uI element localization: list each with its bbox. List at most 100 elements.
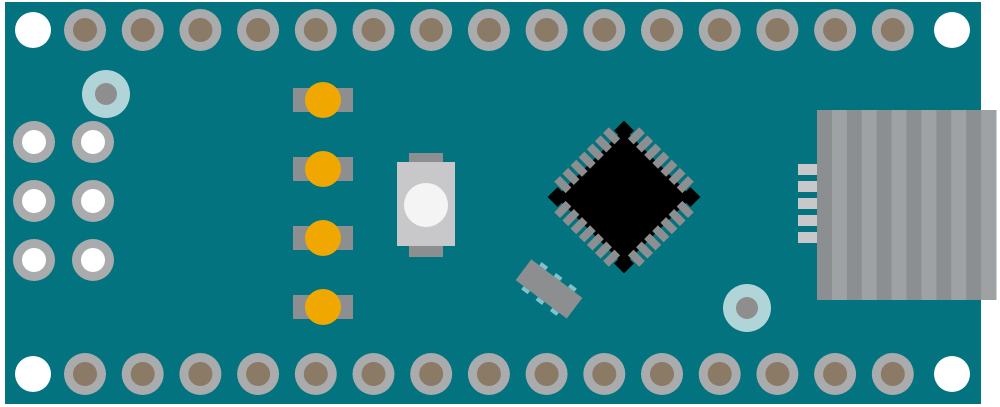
header-pin-pad [534,362,559,386]
header-pin-pad [361,362,386,386]
chip-pin [668,209,686,226]
chip-pin [586,143,604,161]
header-pin-pad [476,362,501,386]
chip-pin [603,127,621,145]
chip-pin [562,209,580,226]
led [305,82,341,118]
chip-pin [627,127,645,145]
microcontroller-chip [547,120,701,274]
usb-shell-stripe[interactable] [906,110,922,300]
header-pin-pad [650,362,674,386]
header-pin-pad [765,362,790,386]
header-pin-pad [650,18,674,42]
header-pin-pad [419,18,444,42]
crystal-pad [568,283,577,292]
header-pin-pad [476,18,501,42]
header-pin-pad [707,18,732,42]
chip-pin [636,135,653,153]
header-pin-pad [880,362,905,386]
led [305,220,341,256]
chip-pin [578,151,596,169]
button-bottom-tab [409,245,443,257]
crystal-pad [521,286,530,295]
crystal-pad [539,262,549,271]
usb-pin [798,164,817,175]
usb-shell-stripe[interactable] [891,110,907,300]
usb-shell-stripe[interactable] [966,110,982,300]
chip-pin [636,241,653,259]
header-pin-pad [303,362,328,386]
usb-shell-stripe[interactable] [817,110,833,300]
header-pin-pad [592,18,617,42]
chip-pin [570,217,588,235]
icsp-pin-pad [81,130,105,154]
usb-pin [798,181,817,192]
header-pin-pad [880,18,905,42]
chip-pin [676,176,694,194]
mounting-hole [15,356,51,392]
chip-pin [644,233,662,251]
chip-pin [660,159,678,177]
header-pin-pad [130,362,155,386]
usb-shell-stripe[interactable] [831,110,848,300]
led [305,151,341,187]
chip-pin [627,249,645,267]
usb-shell-stripe[interactable] [951,110,967,300]
header-pin-pad [534,18,559,42]
crystal-pad [535,296,545,305]
chip-pin [668,168,686,185]
chip-pin [554,176,572,194]
usb-pin [798,198,817,209]
standoff-pad [736,297,758,319]
icsp-pin-pad [22,189,46,213]
header-pin-pad [765,18,790,42]
header-pin-pad [707,362,732,386]
usb-connector [798,110,997,300]
header-pin-pad [823,18,848,42]
header-pin-pad [73,18,97,42]
chip-pin [554,200,572,218]
header-pin-pad [188,18,213,42]
crystal [515,259,583,319]
chip-pin [570,159,588,177]
crystal-pad [553,273,563,282]
header-pin-pad [361,18,386,42]
chip-pin [644,143,662,161]
standoff-pad [95,83,117,105]
usb-shell-stripe[interactable] [861,110,878,300]
mounting-hole [934,356,970,392]
usb-shell-stripe[interactable] [936,110,952,300]
chip-pin [586,233,604,251]
usb-shell-stripe[interactable] [876,110,893,300]
chip-pin [595,135,612,153]
usb-pin [798,232,817,243]
chip-pin [603,249,621,267]
chip-pin [652,151,670,169]
usb-shell-stripe[interactable] [846,110,863,300]
icsp-pin-pad [81,189,105,213]
crystal-body [515,259,583,319]
leds [293,82,353,325]
mounting-hole [934,12,970,48]
chip-pin [562,168,580,185]
button-cap[interactable] [404,183,448,227]
chip-pin [660,217,678,235]
usb-shell-stripe[interactable] [921,110,937,300]
usb-shell-stripe[interactable] [981,110,997,300]
chip-pin [652,225,670,243]
header-pin-pad [188,362,213,386]
standoffs [82,70,771,332]
header-pin-pad [823,362,848,386]
crystal-pad [549,307,559,316]
mounting-holes [15,12,970,392]
icsp-pin-pad [81,248,105,272]
chip-pin [578,225,596,243]
led [305,289,341,325]
reset-button[interactable] [397,153,455,257]
mounting-hole [15,12,51,48]
header-pin-pad [246,18,271,42]
pin-headers [64,9,914,395]
icsp-pin-pad [22,130,46,154]
chip-pin [676,200,694,218]
